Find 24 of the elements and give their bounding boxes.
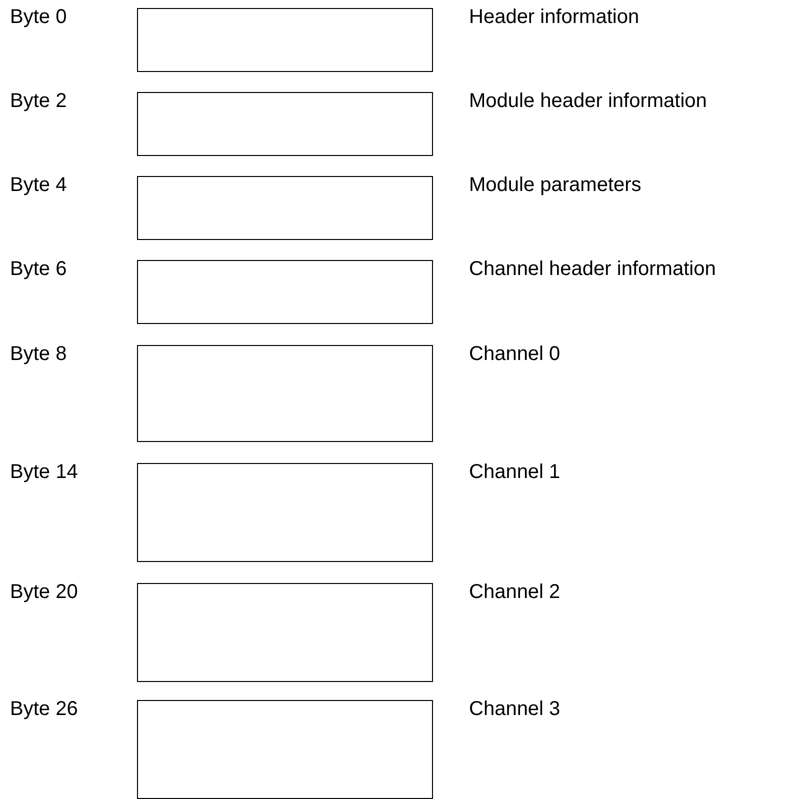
byte-offset-label: Byte 20 <box>10 581 78 603</box>
memory-block <box>137 176 433 240</box>
memory-block <box>137 260 433 324</box>
field-description: Channel header information <box>469 258 716 280</box>
field-description: Channel 0 <box>469 343 560 365</box>
memory-block <box>137 345 433 442</box>
memory-block <box>137 700 433 799</box>
byte-offset-label: Byte 4 <box>10 174 67 196</box>
memory-block <box>137 92 433 156</box>
field-description: Channel 1 <box>469 461 560 483</box>
byte-offset-label: Byte 2 <box>10 90 67 112</box>
field-description: Module parameters <box>469 174 642 196</box>
memory-block <box>137 8 433 72</box>
field-description: Channel 3 <box>469 698 560 720</box>
byte-offset-label: Byte 0 <box>10 6 67 28</box>
byte-offset-label: Byte 14 <box>10 461 78 483</box>
memory-block <box>137 583 433 682</box>
memory-block <box>137 463 433 562</box>
field-description: Channel 2 <box>469 581 560 603</box>
field-description: Module header information <box>469 90 707 112</box>
field-description: Header information <box>469 6 640 28</box>
byte-offset-label: Byte 26 <box>10 698 78 720</box>
byte-offset-label: Byte 6 <box>10 258 67 280</box>
byte-offset-label: Byte 8 <box>10 343 67 365</box>
